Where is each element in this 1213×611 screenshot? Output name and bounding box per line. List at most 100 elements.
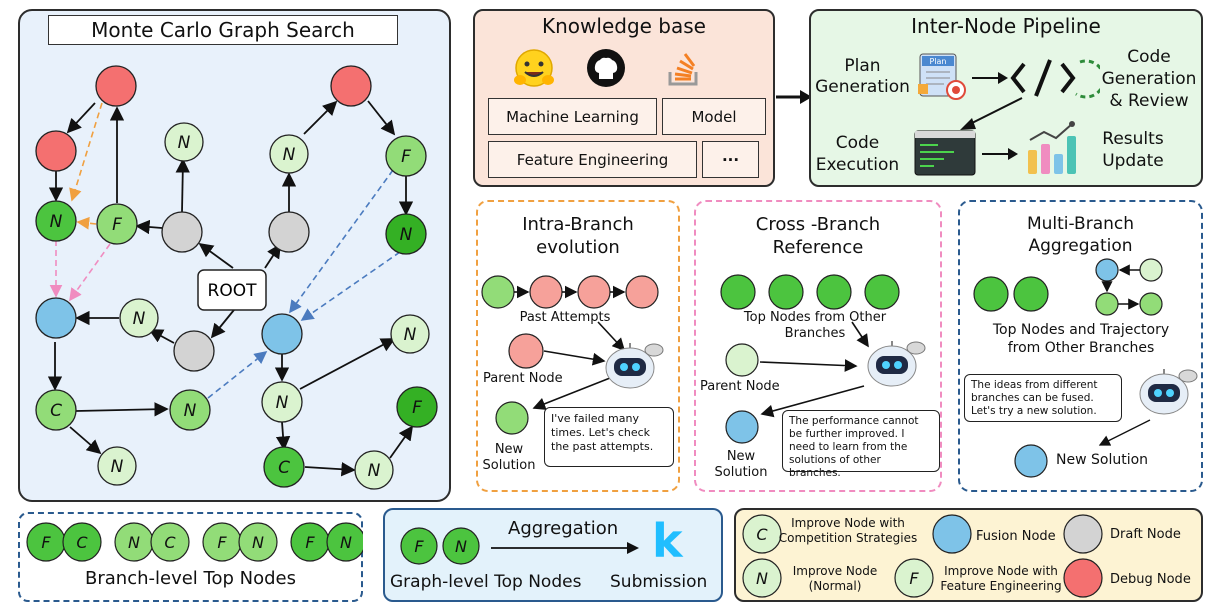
cross-new-solution-label: New Solution	[714, 449, 768, 480]
debug-node	[330, 65, 372, 107]
improve-node-normal	[390, 314, 430, 354]
cross-top-nodes-label: Top Nodes from Other Branches	[743, 310, 887, 341]
node-letter: N	[400, 225, 413, 245]
plan-to-code-arrow	[972, 72, 1008, 84]
intra-new-solution-label: New Solution	[482, 442, 536, 473]
branch-top-nodes: F C N C F N F N	[26, 522, 363, 562]
plan-document-icon: Plan	[918, 53, 966, 100]
node-letter: N	[368, 461, 381, 481]
graph-top-label: Graph-level Top Nodes	[390, 572, 582, 592]
kb-item-model: Model	[662, 98, 766, 135]
multi-top-nodes-label: Top Nodes and Trajectory from Other Bran…	[992, 322, 1170, 356]
branch-top-label: Branch-level Top Nodes	[85, 568, 296, 589]
code-generation-label: Code Generation & Review	[1101, 47, 1197, 111]
node-letter: N	[276, 393, 289, 413]
past-attempt-node	[625, 275, 659, 309]
node-letter: C	[756, 525, 768, 544]
top-node	[768, 274, 804, 310]
mcgs-panel	[18, 9, 451, 502]
improve-node-normal	[261, 381, 303, 423]
fusion-node	[261, 313, 303, 355]
legend-competition-label: Improve Node with Competition Strategies	[778, 516, 918, 545]
node-letter: C	[50, 401, 62, 421]
graph-top-nodes: F N	[400, 527, 639, 565]
multi-new-solution-label: New Solution	[1056, 452, 1149, 468]
mcgs-title-text: Monte Carlo Graph Search	[91, 18, 355, 42]
code-to-exec-arrow	[960, 97, 1023, 130]
kaggle-icon: k	[652, 514, 683, 568]
debug-node	[35, 130, 77, 172]
improve-node-normal	[354, 450, 394, 490]
stackoverflow-icon	[668, 53, 698, 86]
kb-item-feature-engineering: Feature Engineering	[488, 141, 697, 178]
top-node	[816, 274, 852, 310]
node-letter: C	[278, 458, 290, 478]
node-letter: N	[50, 212, 63, 232]
improve-node-normal	[35, 200, 77, 242]
draft-node	[268, 211, 310, 253]
improve-node-normal	[164, 122, 204, 162]
new-solution-node	[495, 401, 529, 435]
root-box	[197, 269, 267, 311]
intra-parent-label: Parent Node	[483, 371, 563, 386]
multi-branch-title: Multi-Branch Aggregation	[1026, 214, 1135, 256]
node-letter: N	[128, 533, 140, 552]
parent-node	[725, 343, 759, 377]
legend-debug-label: Debug Node	[1110, 572, 1191, 587]
node-letter: N	[178, 133, 191, 153]
multi-branch-panel	[958, 200, 1203, 492]
trajectory-node	[1095, 292, 1119, 316]
improve-node-normal	[119, 298, 159, 338]
results-update-label: Results Update	[1102, 129, 1164, 171]
multi-speech-bubble: The ideas from different branches can be…	[964, 374, 1122, 422]
debug-node	[95, 65, 137, 107]
top-node	[720, 274, 756, 310]
legend-feature-swatch	[894, 558, 934, 598]
root-label: ROOT	[208, 281, 258, 301]
kb-to-pipeline-arrow	[776, 90, 812, 104]
improve-node-normal	[169, 389, 211, 431]
bar-chart-icon	[1028, 121, 1076, 174]
node-letter: F	[401, 147, 411, 167]
robot-icon	[867, 341, 926, 387]
new-solution-node	[725, 410, 759, 444]
legend-competition-swatch	[742, 514, 782, 554]
node-letter: N	[184, 401, 197, 421]
pipeline-title: Inter-Node Pipeline	[911, 14, 1101, 38]
legend-swatches: C N F	[742, 514, 1103, 598]
top-node	[864, 274, 900, 310]
node-letter: N	[756, 569, 768, 588]
github-icon	[587, 49, 625, 87]
improve-node-normal	[269, 134, 309, 174]
improve-node-competition	[35, 389, 77, 431]
plan-generation-label: Plan Generation	[815, 56, 910, 97]
legend-feature-label: Improve Node with Feature Engineering	[940, 564, 1062, 593]
legend-draft-label: Draft Node	[1110, 527, 1181, 542]
node-letter: N	[283, 145, 296, 165]
node-letter: F	[217, 533, 227, 552]
improve-node-normal	[97, 446, 137, 486]
legend-draft-swatch	[1063, 514, 1103, 554]
trajectory-node	[1139, 292, 1163, 316]
legend-normal-label: Improve Node (Normal)	[792, 564, 878, 593]
fusion-node	[35, 297, 77, 339]
submission-label: Submission	[610, 572, 708, 592]
cross-speech-bubble: The performance cannot be further improv…	[782, 410, 940, 479]
node-letter: N	[111, 457, 124, 477]
node-letter: N	[404, 325, 417, 345]
top-node	[973, 276, 1009, 312]
code-execution-label: Code Execution	[815, 133, 900, 175]
node-letter: C	[164, 533, 176, 552]
legend-normal-swatch	[742, 558, 782, 598]
node-letter: F	[909, 569, 919, 588]
draft-node	[173, 330, 215, 372]
mcgs-dashed-edges	[49, 102, 401, 399]
past-attempts-label: Past Attempts	[519, 310, 611, 325]
improve-node-normal	[385, 213, 427, 255]
robot-icon	[605, 343, 664, 389]
mcgs-title: Monte Carlo Graph Search	[48, 15, 398, 45]
